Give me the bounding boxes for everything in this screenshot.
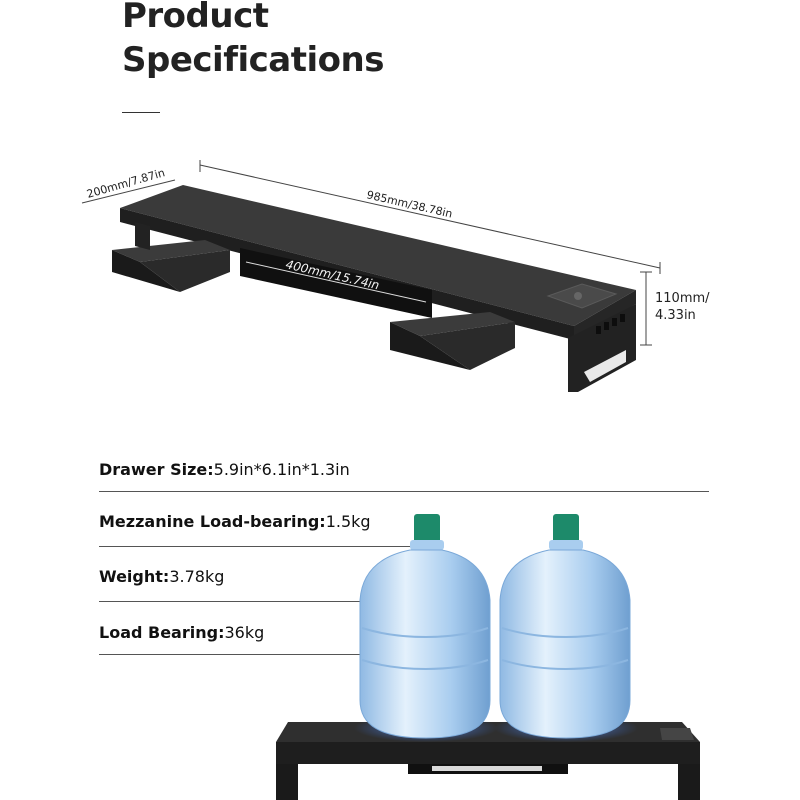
spec-value: 5.9in*6.1in*1.3in	[213, 460, 350, 479]
stand-drawer-label	[432, 766, 542, 771]
spec-value: 36kg	[224, 623, 265, 642]
spec-label: Load Bearing:	[99, 623, 225, 642]
spec-label: Drawer Size:	[99, 460, 214, 479]
leg-cutout	[584, 350, 626, 382]
height-label-text: 110mm/ 4.33in	[655, 291, 710, 323]
spec-divider	[99, 546, 419, 547]
height-label: 110mm/ 4.33in	[655, 290, 735, 324]
stand-left-leg	[276, 764, 298, 800]
spec-label: Mezzanine Load-bearing:	[99, 512, 326, 531]
inner-dimension-line	[245, 261, 427, 303]
left-leg	[135, 222, 150, 250]
usb-ports	[596, 314, 625, 334]
stand-right-leg	[678, 764, 700, 800]
spec-divider	[99, 601, 361, 602]
dimension-lines	[81, 160, 661, 346]
bottle-cap	[414, 514, 440, 544]
spec-divider	[99, 491, 709, 492]
stand-front	[276, 742, 700, 764]
title-line-1: Product	[122, 0, 269, 36]
title-underline	[122, 112, 160, 113]
spec-load-bearing: Load Bearing:36kg	[99, 623, 264, 643]
spec-weight: Weight:3.78kg	[99, 567, 224, 587]
stand-charger-pad	[660, 728, 694, 740]
spec-value: 1.5kg	[325, 512, 371, 531]
spec-drawer-size: Drawer Size:5.9in*6.1in*1.3in	[99, 460, 350, 480]
water-bottle	[359, 514, 491, 739]
inner-channel	[240, 248, 432, 318]
spec-label: Weight:	[99, 567, 170, 586]
right-leg	[568, 304, 636, 392]
water-bottle	[499, 514, 631, 739]
spec-mezzanine-load: Mezzanine Load-bearing:1.5kg	[99, 512, 371, 532]
spec-divider	[99, 654, 361, 655]
bottle-cap	[553, 514, 579, 544]
page-title: Product Specifications	[122, 0, 384, 82]
spec-value: 3.78kg	[169, 567, 225, 586]
stand-top-surface	[120, 185, 636, 326]
title-line-2: Specifications	[122, 40, 384, 80]
right-drawer	[390, 312, 515, 370]
charger-icon	[574, 292, 582, 300]
left-drawer	[112, 240, 230, 292]
